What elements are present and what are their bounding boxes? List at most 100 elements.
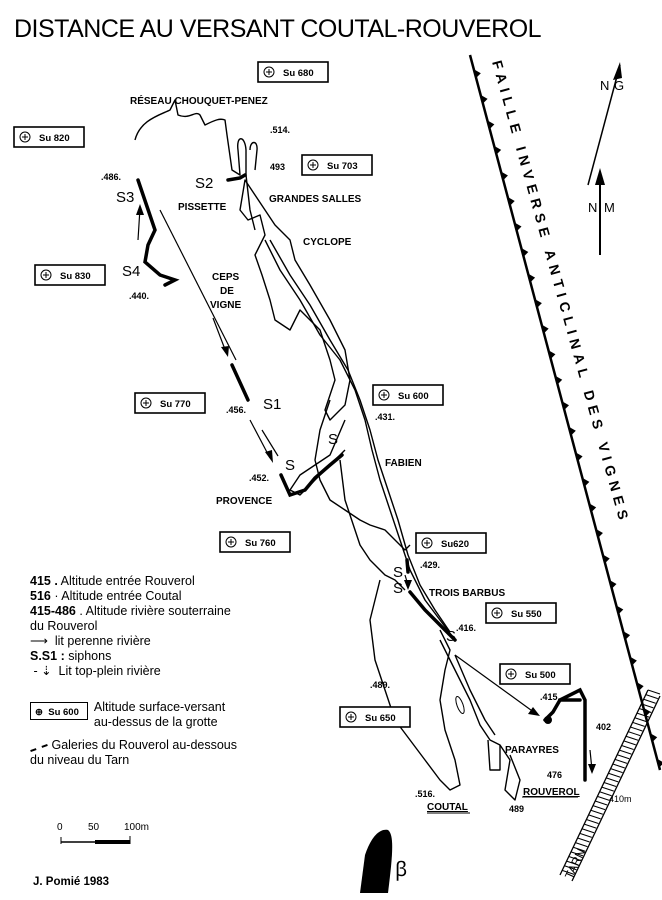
dashed-arrow-icon: - ⇣ xyxy=(33,664,52,678)
plus-circle-icon xyxy=(263,66,275,78)
surface-marker-label: Su 550 xyxy=(511,609,542,620)
hatched-gallery-icon xyxy=(30,743,48,753)
svg-text:M: M xyxy=(604,200,615,215)
surface-marker: Su 600 xyxy=(372,384,444,406)
map-title: DISTANCE AU VERSANT COUTAL-ROUVEROL xyxy=(14,15,542,43)
surface-marker: Su 680 xyxy=(257,61,329,83)
fault-line xyxy=(468,54,662,771)
legend-item-perennial: ⟶ lit perenne rivière xyxy=(30,634,151,648)
tarn-river xyxy=(559,689,661,882)
svg-text:.440.: .440. xyxy=(129,291,149,301)
surface-marker: Su 650 xyxy=(339,706,411,728)
plus-circle-icon xyxy=(140,397,152,409)
label-ceps: CEPS xyxy=(212,272,240,283)
svg-text:50: 50 xyxy=(88,822,100,833)
svg-text:S: S xyxy=(328,431,338,448)
fault-label: FAILLE INVERSE ANTICLINAL DES VIGNES xyxy=(489,59,633,527)
plus-circle-icon xyxy=(421,537,433,549)
svg-text:489: 489 xyxy=(509,804,524,814)
svg-text:476: 476 xyxy=(547,770,562,780)
svg-text:N: N xyxy=(600,78,609,93)
legend-item-rouverol-entrance: 415 . Altitude entrée Rouverol xyxy=(30,574,195,588)
svg-text:S: S xyxy=(393,580,403,597)
svg-text:493: 493 xyxy=(270,162,285,172)
svg-text:410m: 410m xyxy=(609,794,632,804)
legend-item-overflow: - ⇣ Lit top-plein rivière xyxy=(33,664,161,678)
svg-text:.516.: .516. xyxy=(415,789,435,799)
altitude-labels: .514. 493 .486. .440. .456. .431. .452. … xyxy=(101,125,632,814)
svg-text:100m: 100m xyxy=(124,822,149,833)
plus-circle-icon xyxy=(225,536,237,548)
plus-circle-icon xyxy=(19,131,31,143)
surface-marker: Su 500 xyxy=(499,663,571,685)
arrow-icon: ⟶ xyxy=(30,634,48,648)
svg-text:.416.: .416. xyxy=(456,623,476,633)
svg-text:402: 402 xyxy=(596,722,611,732)
svg-text:.415.: .415. xyxy=(540,692,560,702)
surface-marker: Su 830 xyxy=(34,264,106,286)
label-parayres: PARAYRES xyxy=(505,745,559,756)
place-labels: RÉSEAU CHOUQUET-PENEZ GRANDES SALLES PIS… xyxy=(130,94,580,814)
legend-item-galleries: Galeries du Rouverol au-dessous du nivea… xyxy=(30,738,238,767)
publisher-logo: ꞵ xyxy=(360,829,408,893)
plus-circle-icon xyxy=(505,668,517,680)
plus-circle-icon xyxy=(40,269,52,281)
surface-marker-label: Su 770 xyxy=(160,399,191,410)
plus-circle-icon xyxy=(345,711,357,723)
label-coutal: COUTAL xyxy=(427,802,468,813)
label-fabien: FABIEN xyxy=(385,458,422,469)
plus-circle-icon xyxy=(307,159,319,171)
surface-marker-label: Su620 xyxy=(441,539,469,550)
label-de: DE xyxy=(220,286,234,297)
legend: 415 . Altitude entrée Rouverol 516 · Alt… xyxy=(30,574,231,678)
surface-marker-label: Su 820 xyxy=(39,133,70,144)
svg-text:ꞵ: ꞵ xyxy=(395,857,408,881)
su-legend-box: ⊕ Su 600 xyxy=(30,702,88,720)
svg-text:S4: S4 xyxy=(122,263,140,280)
surface-marker-label: Su 830 xyxy=(60,271,91,282)
label-trois-barbus: TROIS BARBUS xyxy=(429,588,505,599)
svg-text:S: S xyxy=(285,457,295,474)
svg-text:.429.: .429. xyxy=(420,560,440,570)
legend-item-river-altitude: 415-486 . Altitude rivière souterraine xyxy=(30,604,231,618)
label-pissette: PISSETTE xyxy=(178,202,227,213)
surface-marker: Su 703 xyxy=(301,154,373,176)
svg-text:.486.: .486. xyxy=(101,172,121,182)
svg-text:.456.: .456. xyxy=(226,405,246,415)
surface-marker-label: Su 650 xyxy=(365,713,396,724)
surface-marker: Su 760 xyxy=(219,531,291,553)
author-credit: J. Pomié 1983 xyxy=(33,876,109,888)
cave-galleries xyxy=(134,99,521,801)
svg-text:S: S xyxy=(446,628,456,645)
north-arrow-geographic: N G xyxy=(587,62,624,186)
surface-marker-label: Su 760 xyxy=(245,538,276,549)
legend-item-coutal-entrance: 516 · Altitude entrée Coutal xyxy=(30,589,182,603)
svg-text:.514.: .514. xyxy=(270,125,290,135)
surface-marker: Su 550 xyxy=(485,602,557,624)
legend-item-siphons: S.S1 : siphons xyxy=(30,649,112,663)
label-grandes-salles: GRANDES SALLES xyxy=(269,194,362,205)
plus-circle-icon xyxy=(491,607,503,619)
svg-text:0: 0 xyxy=(57,822,63,833)
plus-circle-icon xyxy=(378,389,390,401)
svg-text:N: N xyxy=(588,200,597,215)
svg-text:S: S xyxy=(393,564,403,581)
surface-marker-label: Su 680 xyxy=(283,68,314,79)
label-rouverol: ROUVEROL xyxy=(523,787,580,798)
svg-text:.489.: .489. xyxy=(370,680,390,690)
surface-marker-label: Su 600 xyxy=(398,391,429,402)
siphon-labels: S3 S2 S4 S1 S S S S S xyxy=(116,175,456,645)
surface-marker: Su 820 xyxy=(13,126,85,148)
svg-text:S3: S3 xyxy=(116,189,134,206)
surface-marker: Su620 xyxy=(415,532,487,554)
scale-bar: 0 50 100m xyxy=(57,822,149,844)
surface-marker-label: Su 703 xyxy=(327,161,358,172)
label-reseau: RÉSEAU CHOUQUET-PENEZ xyxy=(130,94,268,107)
perennial-river xyxy=(136,173,587,782)
surface-marker: Su 770 xyxy=(134,392,206,414)
flow-arrows xyxy=(136,204,596,774)
svg-text:.452.: .452. xyxy=(249,473,269,483)
label-vigne: VIGNE xyxy=(210,300,241,311)
